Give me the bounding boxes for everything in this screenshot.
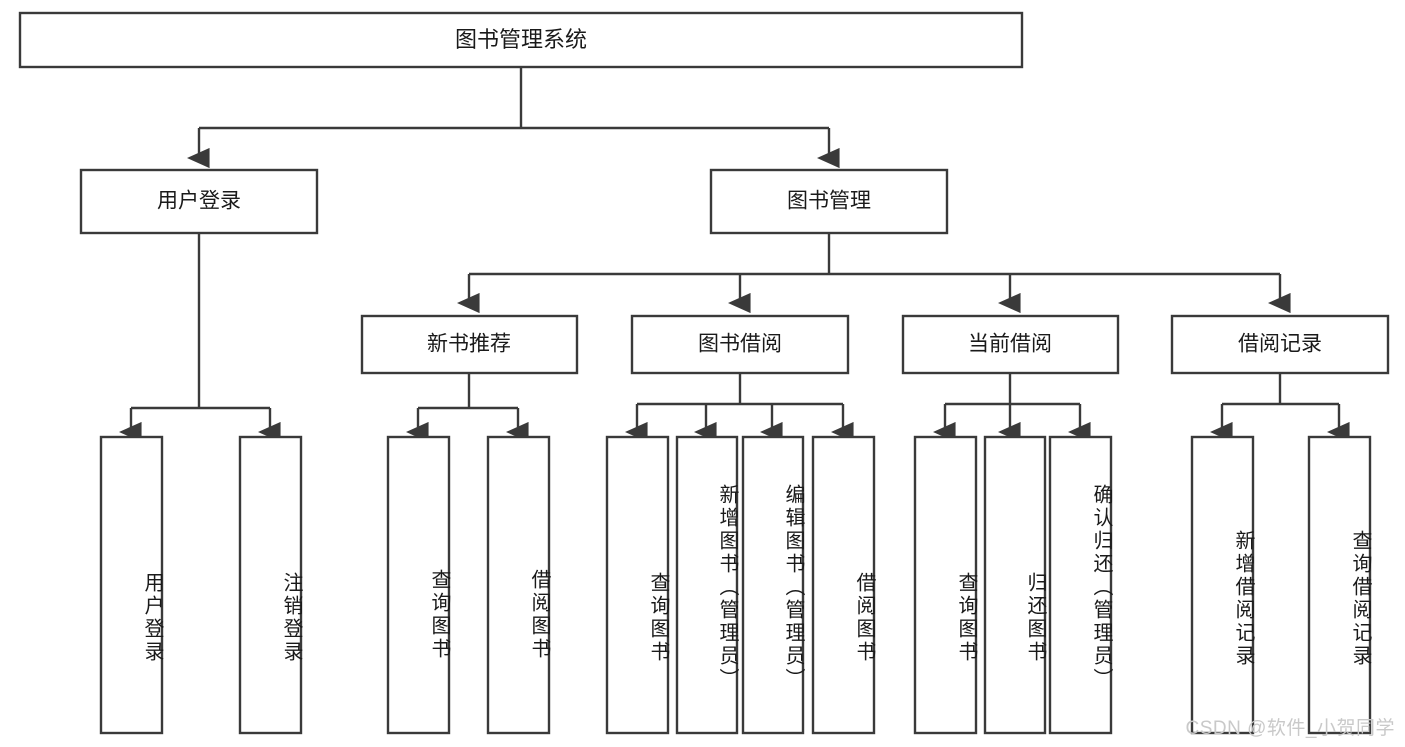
leaf-box-user-login-1[interactable]	[238, 435, 303, 735]
edge-group-current-borrow	[933, 373, 1091, 443]
edge-group-book-borrow	[625, 373, 854, 443]
leaf-boxes-current-borrow	[913, 435, 1113, 735]
leaf-box-book-borrow-3[interactable]	[811, 435, 876, 735]
node-borrow-record-label: 借阅记录	[1238, 333, 1322, 356]
node-root-box[interactable]	[18, 11, 1024, 69]
leaf-box-user-login-0[interactable]	[99, 435, 164, 735]
leaf-box-new-book-0[interactable]	[386, 435, 451, 735]
node-book-manage-box[interactable]	[709, 168, 949, 235]
edge-group-user-login	[119, 233, 281, 443]
node-book-manage[interactable]: 图书管理	[709, 168, 949, 235]
node-book-borrow[interactable]: 图书借阅	[630, 314, 850, 375]
node-root-label: 图书管理系统	[455, 27, 587, 52]
node-new-book-recommend[interactable]: 新书推荐	[360, 314, 579, 375]
node-user-login-box[interactable]	[79, 168, 319, 235]
edge-group-new-book	[406, 373, 529, 443]
node-current-borrow[interactable]: 当前借阅	[901, 314, 1120, 375]
leaf-box-book-borrow-2[interactable]	[741, 435, 805, 735]
leaf-boxes-book-borrow	[605, 435, 876, 735]
leaf-box-new-book-1[interactable]	[486, 435, 551, 735]
edge-group-borrow-record	[1210, 373, 1350, 443]
leaf-boxes-borrow-record	[1190, 435, 1372, 735]
leaf-boxes-user-login	[99, 435, 303, 735]
node-borrow-record-box[interactable]	[1170, 314, 1390, 375]
leaf-box-borrow-record-0[interactable]	[1190, 435, 1255, 735]
node-user-login[interactable]: 用户登录	[79, 168, 319, 235]
leaf-box-current-borrow-1[interactable]	[983, 435, 1047, 735]
node-current-borrow-box[interactable]	[901, 314, 1120, 375]
leaf-box-book-borrow-0[interactable]	[605, 435, 670, 735]
node-new-book-recommend-label: 新书推荐	[427, 333, 511, 356]
node-book-borrow-label: 图书借阅	[698, 333, 782, 356]
node-user-login-label: 用户登录	[157, 190, 241, 213]
leaf-box-current-borrow-2[interactable]	[1048, 435, 1113, 735]
edge-group-book-manage	[457, 233, 1291, 314]
node-new-book-recommend-box[interactable]	[360, 314, 579, 375]
csdn-watermark: CSDN @软件_小贺同学	[1185, 718, 1395, 739]
leaf-box-book-borrow-1[interactable]	[675, 435, 739, 735]
node-root[interactable]: 图书管理系统	[18, 11, 1024, 69]
leaf-boxes-new-book	[386, 435, 551, 735]
leaf-box-borrow-record-1[interactable]	[1307, 435, 1372, 735]
leaf-box-current-borrow-0[interactable]	[913, 435, 978, 735]
edge-group-root	[187, 67, 840, 169]
node-borrow-record[interactable]: 借阅记录	[1170, 314, 1390, 375]
node-current-borrow-label: 当前借阅	[968, 333, 1052, 356]
node-book-borrow-box[interactable]	[630, 314, 850, 375]
node-book-manage-label: 图书管理	[787, 190, 871, 213]
